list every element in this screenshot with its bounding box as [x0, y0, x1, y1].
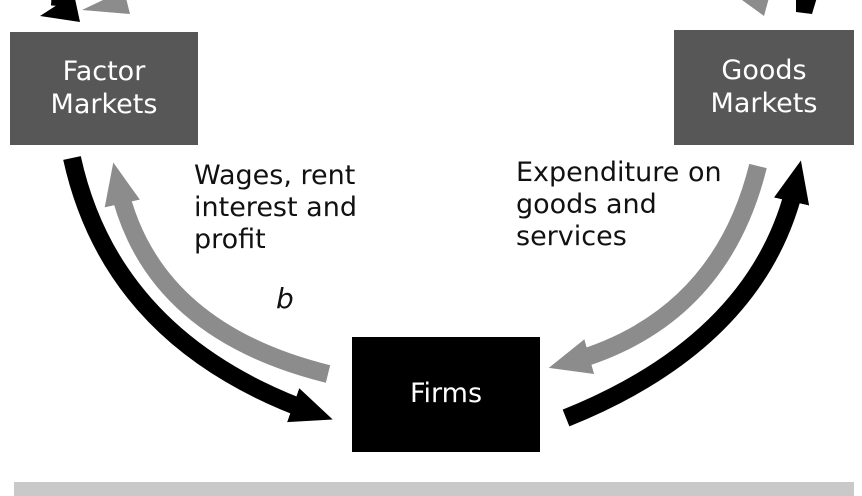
goods-markets-box: Goods Markets — [674, 30, 854, 145]
goods-markets-label: Goods Markets — [710, 55, 818, 119]
factor-to-firms-arrow — [63, 156, 333, 423]
expenditure-label: Expenditure on goods and services — [516, 157, 722, 252]
firms-to-goods-arrow — [562, 160, 810, 427]
factor-markets-label: Factor Markets — [50, 56, 158, 120]
top-left-gray-fragment — [82, 0, 130, 14]
top-right-black-fragment — [796, 0, 817, 14]
top-right-gray-fragment — [742, 0, 769, 16]
top-left-gray-arrow-fragment — [40, 0, 80, 22]
firms-box: Firms — [352, 337, 540, 452]
firms-to-factor-arrow — [104, 162, 331, 383]
flow-letter-label: b — [276, 282, 294, 315]
firms-label: Firms — [409, 378, 483, 410]
bottom-divider — [14, 482, 854, 496]
factor-markets-box: Factor Markets — [10, 32, 198, 145]
goods-to-firms-arrow — [548, 163, 767, 374]
wages-rent-interest-profit-label: Wages, rent interest and profit — [194, 160, 357, 255]
